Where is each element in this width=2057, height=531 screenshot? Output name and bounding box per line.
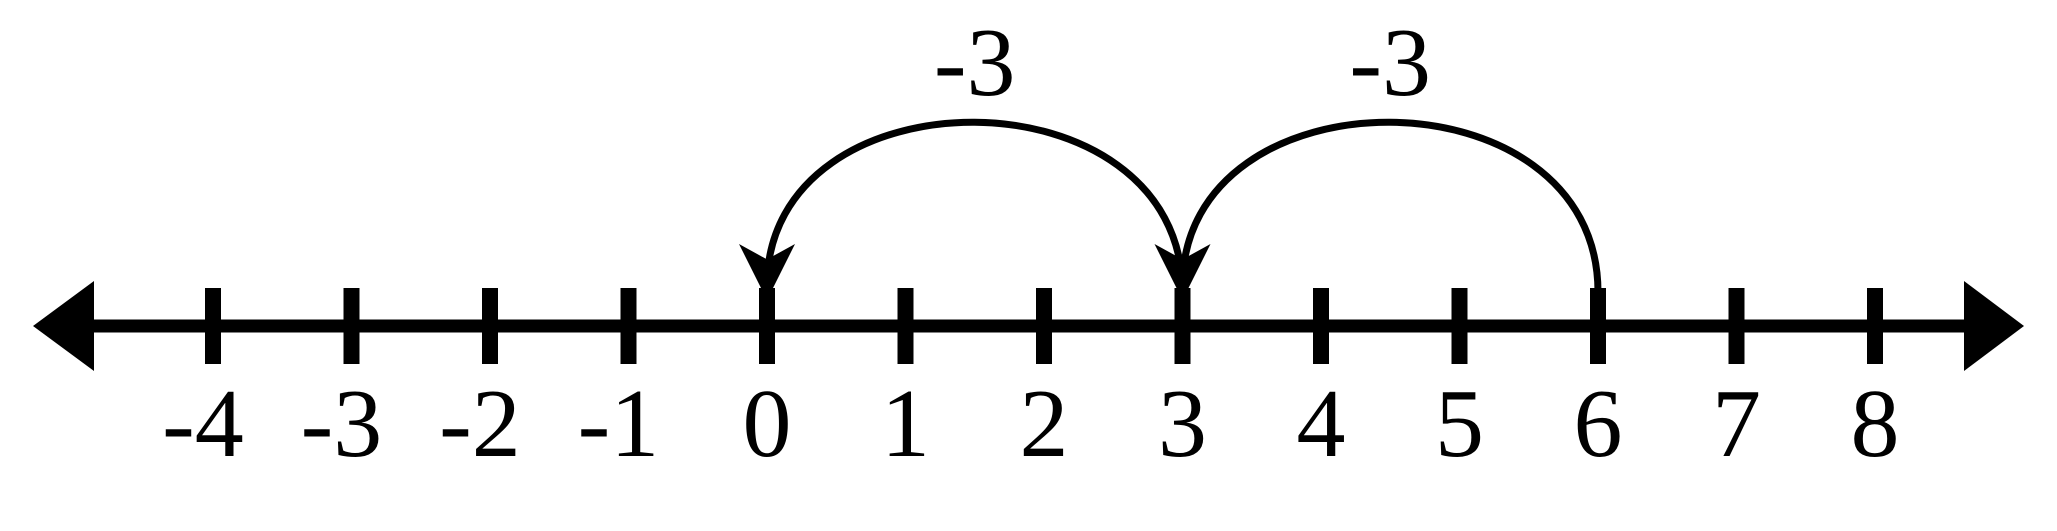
jump-label: -3 (934, 9, 1016, 117)
tick-label: 5 (1435, 370, 1484, 478)
tick-label: -3 (301, 370, 383, 478)
tick-label: 8 (1851, 370, 1900, 478)
left-end-arrow-icon (33, 281, 94, 371)
tick-label: 3 (1158, 370, 1207, 478)
right-end-arrow-icon (1964, 281, 2024, 371)
tick-label: 1 (881, 370, 930, 478)
tick-label: 6 (1574, 370, 1623, 478)
tick-label: -1 (578, 370, 660, 478)
jump-label: -3 (1349, 9, 1431, 117)
tick-label: 2 (1020, 370, 1069, 478)
tick-marks (205, 288, 1883, 364)
jump-arcs (739, 118, 1602, 300)
jump-arc (1154, 118, 1602, 300)
tick-label: 4 (1297, 370, 1346, 478)
jump-arc (739, 118, 1186, 300)
tick-label: -4 (162, 370, 244, 478)
tick-label: 0 (743, 370, 792, 478)
tick-label: 7 (1712, 370, 1761, 478)
tick-label: -2 (439, 370, 521, 478)
jump-labels: -3 -3 (934, 9, 1431, 117)
